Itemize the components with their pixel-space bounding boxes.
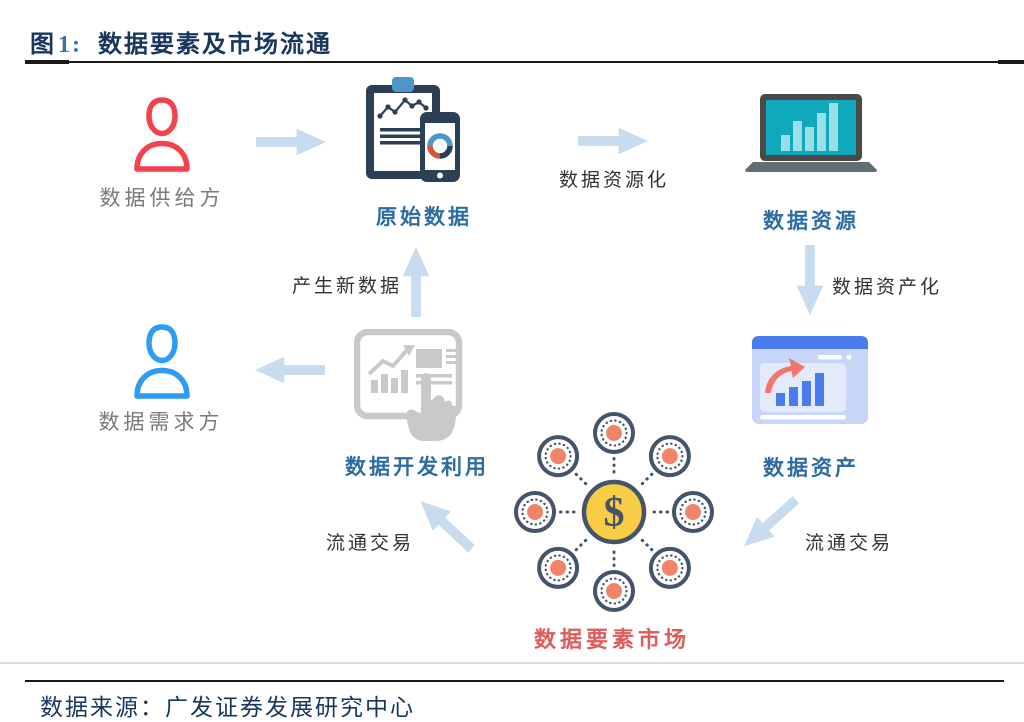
market-satellite-nodes bbox=[514, 412, 714, 612]
figure-title: 图1: 数据要素及市场流通 bbox=[30, 24, 332, 59]
laptop-bar-chart bbox=[781, 103, 838, 151]
asset-growth-arrow-icon bbox=[765, 358, 805, 393]
title-divider-tick-right bbox=[998, 60, 1024, 64]
smartphone-donut-icon bbox=[420, 112, 460, 182]
figure-bottom-faint-line bbox=[0, 662, 1024, 664]
raw-data-label: 原始数据 bbox=[376, 205, 472, 229]
supplier-label: 数据供给方 bbox=[99, 186, 225, 210]
dev-use-touchscreen-icon bbox=[354, 329, 463, 441]
figure-title-text: 数据要素及市场流通 bbox=[98, 32, 332, 58]
arrow-market-to-devuse bbox=[420, 501, 475, 553]
source-text: 数据来源：广发证券发展研究中心 bbox=[40, 695, 415, 720]
title-divider-line bbox=[25, 61, 1024, 63]
arrow-devuse-to-rawdata bbox=[402, 247, 430, 317]
dev-use-label: 数据开发利用 bbox=[345, 455, 489, 479]
arrow-rawdata-to-resource bbox=[578, 127, 648, 155]
data-asset-label: 数据资产 bbox=[763, 456, 859, 480]
source-divider-line bbox=[25, 680, 1004, 682]
arrow-resource-to-asset bbox=[796, 245, 824, 315]
trade-right-edge-label: 流通交易 bbox=[804, 533, 894, 554]
figure-title-number: 1: bbox=[58, 32, 82, 58]
dollar-coin-icon bbox=[581, 479, 647, 545]
devuse-bar-chart bbox=[371, 370, 408, 393]
raw-data-clipboard-icon bbox=[366, 77, 460, 182]
dollar-symbol: $ bbox=[604, 490, 625, 536]
new-data-edge-label: 产生新数据 bbox=[291, 276, 403, 297]
data-resource-laptop-icon bbox=[745, 94, 877, 172]
demander-label: 数据需求方 bbox=[98, 410, 224, 434]
data-supplier-person-icon bbox=[134, 97, 190, 172]
title-divider-tick-left bbox=[25, 60, 69, 64]
arrow-asset-to-market bbox=[743, 495, 800, 547]
arrow-devuse-to-demander bbox=[255, 356, 325, 384]
data-resource-label: 数据资源 bbox=[763, 209, 859, 233]
data-market-label: 数据要素市场 bbox=[533, 627, 691, 652]
data-demander-person-icon bbox=[134, 324, 190, 399]
resourcization-edge-label: 数据资源化 bbox=[558, 170, 670, 191]
asset-bar-chart bbox=[776, 373, 824, 406]
market-connector-lines bbox=[555, 453, 673, 571]
arrow-supplier-to-rawdata bbox=[256, 128, 326, 156]
data-market-network-icon: $ bbox=[514, 412, 714, 612]
data-asset-dashboard-icon bbox=[752, 336, 868, 424]
pointer-hand-icon bbox=[405, 373, 457, 441]
trade-left-edge-label: 流通交易 bbox=[325, 533, 415, 554]
figure-title-prefix: 图 bbox=[30, 32, 56, 58]
assetization-edge-label: 数据资产化 bbox=[831, 277, 943, 298]
line-chart-dots bbox=[377, 97, 429, 119]
